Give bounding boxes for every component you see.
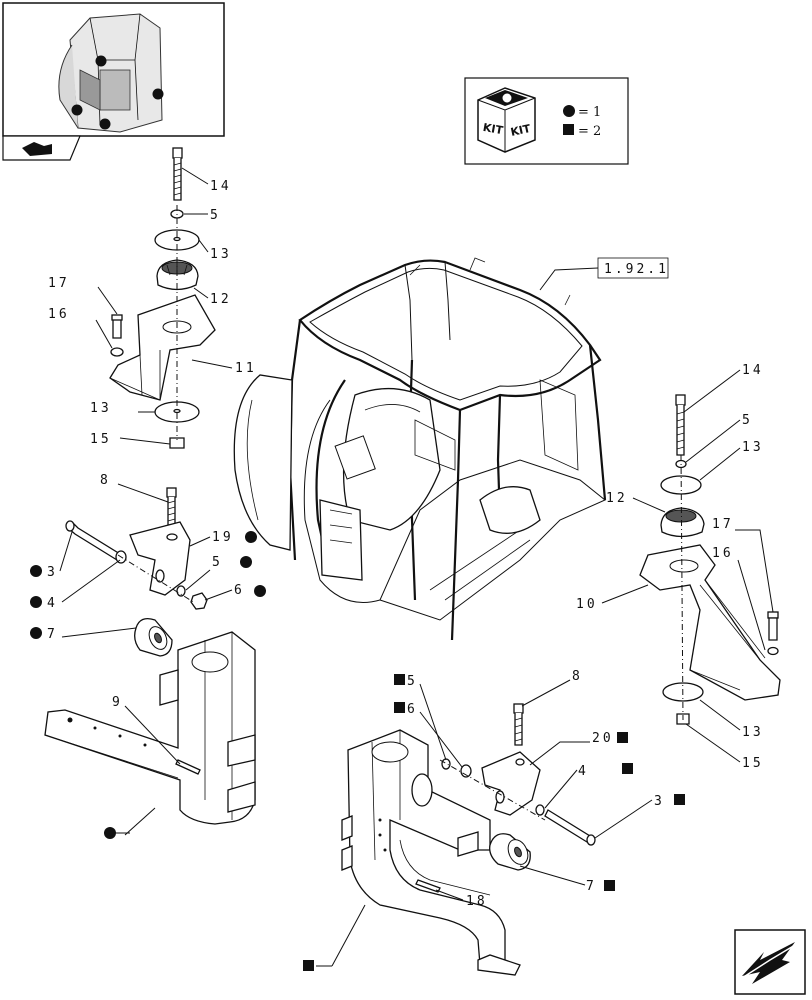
legend-circle-icon [563, 105, 575, 117]
label-15-left: 15 [90, 432, 112, 447]
label-19: 19 [212, 530, 234, 545]
kit1-marker-3 [30, 565, 42, 577]
label-14-left: 14 [210, 179, 232, 194]
label-18: 18 [466, 894, 488, 909]
label-6-left: 6 [234, 583, 245, 598]
label-12-left: 12 [210, 292, 232, 307]
label-3-left: 3 [47, 565, 58, 580]
kit-label-left: KIT [482, 121, 505, 137]
label-15-right: 15 [742, 756, 764, 771]
label-5-frontright: 5 [407, 674, 418, 689]
label-12-right: 12 [606, 491, 628, 506]
label-7-right: 7 [586, 879, 597, 894]
kit2-marker-7 [604, 880, 615, 891]
reference-link-1-92-1[interactable]: 1.92.1 [539, 257, 669, 291]
kit1-marker-5 [240, 556, 252, 568]
label-10: 10 [576, 597, 598, 612]
kit1-marker-6 [254, 585, 266, 597]
label-7-left: 7 [47, 627, 58, 642]
front-right-mount-assembly [331, 679, 653, 976]
label-17-left: 17 [48, 276, 70, 291]
cab-frame-drawing [233, 257, 607, 641]
legend-square-icon [563, 124, 574, 135]
label-4-right: 4 [578, 764, 589, 779]
label-14-right: 14 [742, 363, 764, 378]
label-4-left: 4 [47, 596, 58, 611]
kit-label-right: KIT [509, 122, 532, 139]
label-13-right-bottom: 13 [742, 725, 764, 740]
kit2-marker-4 [622, 763, 633, 774]
tractor-icon [22, 142, 52, 156]
label-8-left: 8 [100, 473, 111, 488]
label-6-right: 6 [407, 702, 418, 717]
label-17-right: 17 [712, 517, 734, 532]
label-5-frontleft: 5 [212, 555, 223, 570]
kit1-marker-4 [30, 596, 42, 608]
thumbnail-panel [2, 2, 225, 137]
bolt-14-head [172, 147, 183, 159]
kit1-marker-7 [30, 627, 42, 639]
legend-circle-value: = 1 [578, 105, 601, 120]
label-5-left: 5 [210, 208, 221, 223]
tractor-icon-tab[interactable] [2, 135, 81, 161]
front-left-mount-assembly [44, 483, 256, 836]
label-16-right: 16 [712, 546, 734, 561]
thumbnail-cab-sketch [58, 13, 164, 133]
reference-text: 1.92.1 [604, 262, 669, 277]
label-13-right-top: 13 [742, 440, 764, 455]
arrow-bottom-left-icon[interactable] [734, 929, 806, 995]
kit2-marker-20 [617, 732, 628, 743]
label-13-left-top: 13 [210, 247, 232, 262]
kit1-marker-bracket [104, 827, 116, 839]
label-16-left: 16 [48, 307, 70, 322]
kit2-marker-bracket [303, 960, 314, 971]
kit2-marker-5 [394, 674, 405, 685]
kit-legend: KIT KIT = 1 = 2 [464, 77, 629, 165]
legend-square-value: = 2 [578, 124, 601, 139]
label-3-right: 3 [654, 794, 665, 809]
kit1-marker-19 [245, 531, 257, 543]
kit2-marker-6 [394, 702, 405, 713]
label-11: 11 [235, 361, 257, 376]
label-13-left-bottom: 13 [90, 401, 112, 416]
left-rear-mount-assembly [95, 147, 233, 449]
right-rear-mount-assembly [601, 369, 781, 763]
label-8-right: 8 [572, 669, 583, 684]
kit2-marker-3 [674, 794, 685, 805]
label-9: 9 [112, 695, 123, 710]
label-20: 20 [592, 731, 614, 746]
label-5-right: 5 [742, 413, 753, 428]
